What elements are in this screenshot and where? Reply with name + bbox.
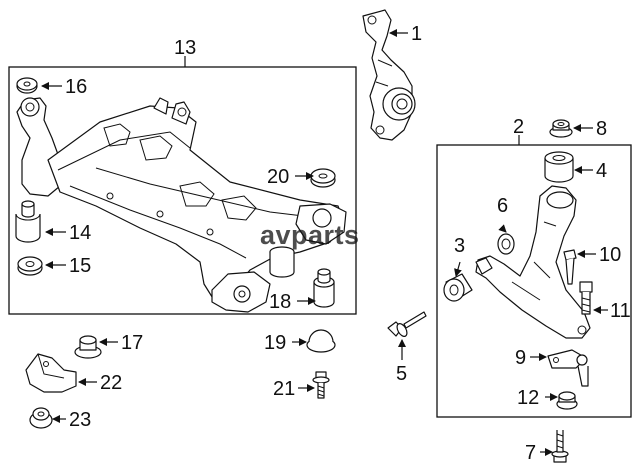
part-23-nut: [29, 407, 53, 429]
part-18-bushing: [313, 268, 335, 308]
part-15-washer: [17, 256, 43, 276]
part-10-bolt: [563, 249, 577, 285]
part-19-washer: [306, 329, 336, 353]
callout-16: 16: [65, 76, 87, 98]
front-crossmember: [16, 97, 347, 313]
part-12-nut: [556, 391, 578, 410]
crossmember-group-box: [8, 66, 357, 315]
callout-10: 10: [599, 244, 621, 266]
callout-1: 1: [411, 23, 422, 45]
callout-7: 7: [525, 442, 536, 464]
part-20-washer: [310, 168, 336, 188]
part-4-bushing: [544, 151, 574, 183]
callout-23: 23: [69, 409, 91, 431]
callout-13: 13: [174, 37, 196, 59]
part-6-ring: [497, 233, 515, 255]
callout-12: 12: [517, 387, 539, 409]
lower-control-arm: [475, 185, 591, 339]
part-14-bushing: [15, 200, 41, 243]
callout-17: 17: [121, 332, 143, 354]
callout-4: 4: [596, 160, 607, 182]
callout-18: 18: [269, 291, 291, 313]
callout-22: 22: [100, 372, 122, 394]
watermark: avparts: [260, 220, 360, 250]
part-9-ball-joint: [547, 349, 589, 387]
steering-knuckle: [362, 9, 416, 141]
part-16-washer: [16, 77, 38, 94]
callout-arrows: [41, 29, 608, 456]
callout-11: 11: [610, 300, 631, 322]
callout-3: 3: [454, 235, 465, 257]
callout-6: 6: [497, 195, 508, 217]
part-7-bolt: [551, 430, 569, 463]
callout-5: 5: [396, 363, 407, 385]
callout-2: 2: [513, 116, 524, 138]
callout-8: 8: [596, 118, 607, 140]
lower-arm-group-box: [436, 144, 632, 418]
part-11-bolt: [579, 281, 593, 315]
part-17-nut: [74, 335, 102, 359]
part-22-bracket: [25, 353, 77, 393]
callout-21: 21: [273, 378, 295, 400]
part-3-bushing: [443, 273, 473, 302]
part-5-bolt: [387, 311, 427, 337]
callout-20: 20: [267, 166, 289, 188]
callout-15: 15: [69, 255, 91, 277]
part-8-nut: [549, 119, 573, 138]
part-21-bolt: [312, 371, 330, 399]
callout-14: 14: [69, 222, 91, 244]
callout-19: 19: [264, 332, 286, 354]
callout-9: 9: [515, 347, 526, 369]
